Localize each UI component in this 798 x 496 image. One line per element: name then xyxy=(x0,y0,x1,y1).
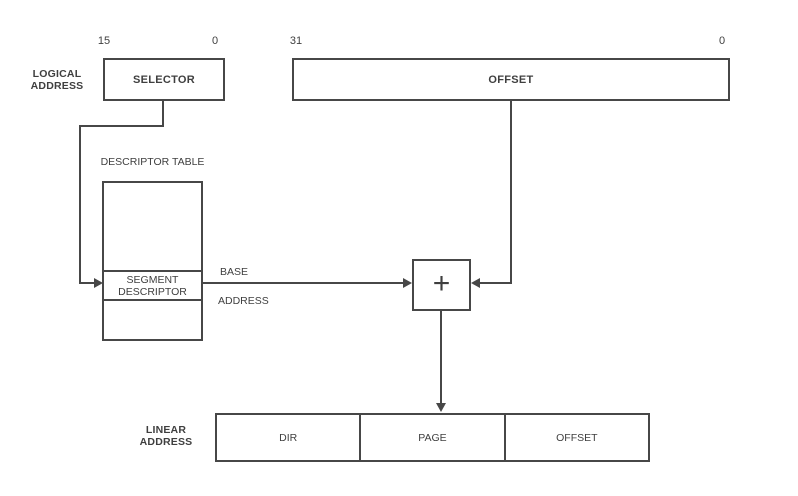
selector-down-line xyxy=(79,125,81,284)
selector-elbow-line xyxy=(79,125,164,127)
logical-address-label: LOGICAL ADDRESS xyxy=(30,68,84,92)
offset-drop-line xyxy=(510,99,512,284)
address-label: ADDRESS xyxy=(218,295,269,307)
selector-drop-line xyxy=(162,99,164,127)
descriptor-table-title: DESCRIPTOR TABLE xyxy=(100,156,205,168)
offset-into-adder-line xyxy=(479,282,512,284)
segment-descriptor-entry: SEGMENT DESCRIPTOR xyxy=(104,270,201,301)
linear-address-label: LINEAR ADDRESS xyxy=(139,424,193,448)
arrowhead-into-adder-left-icon xyxy=(403,277,412,288)
arrowhead-into-linear-icon xyxy=(435,403,446,412)
offset-box-label: OFFSET xyxy=(488,73,534,86)
offset-bit-high-label: 31 xyxy=(289,35,303,47)
linear-address-box: DIR PAGE OFFSET xyxy=(215,413,650,462)
adder-drop-line xyxy=(440,310,442,404)
selector-box: SELECTOR xyxy=(103,58,225,101)
offset-bit-low-label: 0 xyxy=(718,35,726,47)
adder-box: + xyxy=(412,259,471,311)
base-address-line xyxy=(203,282,404,284)
offset-box: OFFSET xyxy=(292,58,730,101)
linear-address-cells: DIR PAGE OFFSET xyxy=(217,415,648,460)
plus-symbol: + xyxy=(432,267,451,300)
arrowhead-into-table-icon xyxy=(94,277,103,288)
base-label: BASE xyxy=(220,266,249,278)
selector-box-label: SELECTOR xyxy=(132,73,196,86)
arrowhead-into-adder-right-icon xyxy=(471,277,480,288)
linear-cell-page: PAGE xyxy=(359,415,503,460)
selector-into-table-line xyxy=(79,282,95,284)
descriptor-table-box xyxy=(102,181,203,341)
linear-cell-offset: OFFSET xyxy=(503,415,648,460)
selector-bit-high-label: 15 xyxy=(97,35,111,47)
linear-cell-dir: DIR xyxy=(279,431,298,444)
selector-bit-low-label: 0 xyxy=(211,35,219,47)
